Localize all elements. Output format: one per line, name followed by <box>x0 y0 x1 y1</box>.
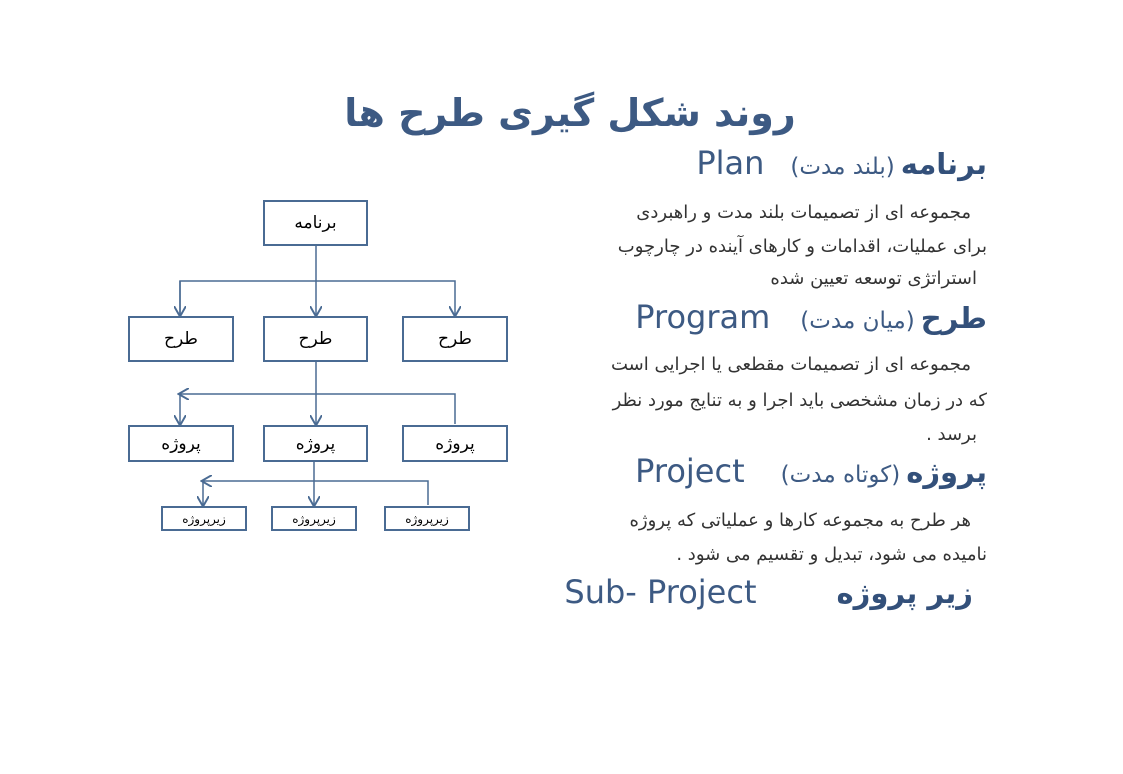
plan-desc-line-1: مجموعه ای از تصمیمات بلند مدت و راهبردی <box>636 202 971 223</box>
node-subproject-2: زیرپروژه <box>271 506 357 531</box>
program-desc-line-3: برسد . <box>926 424 977 445</box>
node-program-1: طرح <box>128 316 234 362</box>
project-desc-line-2: نامیده می شود، تبدیل و تقسیم می شود . <box>676 544 987 565</box>
node-project-label: پروژه <box>161 433 201 454</box>
program-term-fa: طرح <box>920 301 987 335</box>
node-program-label: طرح <box>298 329 333 349</box>
node-subproject-label: زیرپروژه <box>182 511 226 526</box>
project-term-en: Project <box>635 452 745 490</box>
node-program-label: طرح <box>164 329 198 349</box>
project-term-duration: (کوتاه مدت) <box>780 462 901 488</box>
plan-desc-line-3: استراتژی توسعه تعیین شده <box>770 268 977 289</box>
project-desc-line-1: هر طرح به مجموعه کارها و عملیاتی که پروژ… <box>629 510 971 531</box>
plan-term-duration: (بلند مدت) <box>790 154 895 180</box>
connector-root-level2 <box>180 246 455 315</box>
node-subproject-3: زیرپروژه <box>384 506 470 531</box>
program-desc-line-2: که در زمان مشخصی باید اجرا و به تنایج مو… <box>612 390 987 411</box>
node-program-2: طرح <box>263 316 368 362</box>
subproject-term-fa: زیر پروژه <box>836 576 974 610</box>
node-program-3: طرح <box>402 316 508 362</box>
hierarchy-diagram <box>0 246 560 560</box>
node-project-1: پروژه <box>128 425 234 462</box>
node-project-2: پروژه <box>263 425 368 462</box>
plan-term-en: Plan <box>696 144 765 182</box>
node-project-label: پروژه <box>435 433 475 454</box>
definition-project-heading: پروژه (کوتاه مدت) Project <box>635 452 987 490</box>
connector-level3-level4 <box>203 461 429 505</box>
subproject-term-en: Sub- Project <box>564 573 757 611</box>
definition-subproject-heading: زیر پروژه Sub- Project <box>564 573 973 611</box>
node-project-3: پروژه <box>402 425 508 462</box>
node-subproject-label: زیرپروژه <box>405 511 449 526</box>
program-desc-line-1: مجموعه ای از تصمیمات مقطعی یا اجرایی است <box>610 354 971 375</box>
node-subproject-1: زیرپروژه <box>161 506 247 531</box>
node-plan-label: برنامه <box>294 213 337 233</box>
node-plan: برنامه <box>263 200 368 246</box>
node-program-label: طرح <box>438 329 472 349</box>
page-title: روند شکل گیری طرح ها <box>344 91 796 135</box>
connector-level2-level3 <box>180 361 456 424</box>
plan-desc-line-2: برای عملیات، اقدامات و کارهای آینده در چ… <box>617 236 987 257</box>
plan-term-fa: برنامه <box>900 147 987 181</box>
node-subproject-label: زیرپروژه <box>292 511 336 526</box>
node-project-label: پروژه <box>295 433 336 454</box>
program-term-duration: (میان مدت) <box>800 308 915 334</box>
program-term-en: Program <box>635 298 771 336</box>
definition-program-heading: طرح (میان مدت) Program <box>635 298 987 336</box>
definition-plan-heading: برنامه (بلند مدت) Plan <box>696 144 987 182</box>
project-term-fa: پروژه <box>906 455 987 489</box>
